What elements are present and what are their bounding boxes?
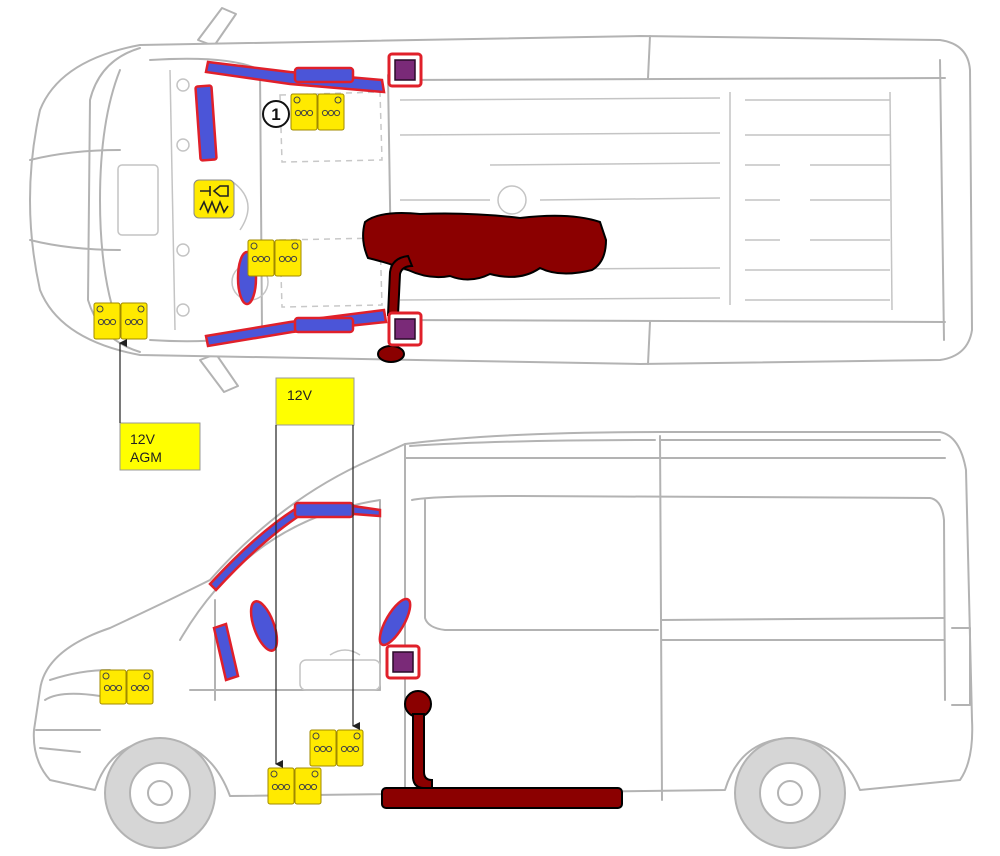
- label-12v-agm: 12V AGM: [119, 339, 201, 471]
- callout-marker-1-text: 1: [271, 105, 280, 124]
- airbag-inflator-top-right: [293, 316, 355, 334]
- seat-airbag-side: [378, 597, 412, 647]
- battery-side-engine-bay: [99, 669, 154, 705]
- seatbelt-pretensioner-icon: [193, 179, 235, 219]
- front-wheel: [104, 737, 216, 849]
- battery-top-under-seat: [290, 93, 345, 131]
- label-12v-agm-line2: AGM: [130, 449, 162, 465]
- driver-airbag-side: [249, 600, 279, 652]
- callout-marker-1: 1: [262, 100, 290, 128]
- airbags-top-view: [194, 60, 388, 348]
- crash-sensor-top-right: [387, 311, 423, 347]
- crash-sensor-side: [385, 644, 421, 680]
- fuel-tank-side-view: [381, 690, 623, 809]
- fuel-tank-top-view: [362, 212, 608, 363]
- battery-top-passenger-seat: [247, 239, 302, 277]
- crash-sensor-top-left: [387, 52, 423, 88]
- van-side-view: [32, 431, 974, 849]
- battery-side-lower: [267, 767, 322, 805]
- battery-side-upper: [309, 729, 364, 767]
- airbags-side-view: [208, 501, 412, 682]
- label-12v-agm-line1: 12V: [130, 431, 156, 447]
- rear-wheel: [734, 737, 846, 849]
- airbag-inflator-side: [293, 501, 355, 519]
- knee-airbag-side: [212, 622, 240, 682]
- fuel-filler-top: [377, 345, 405, 363]
- label-12v-text: 12V: [287, 387, 313, 403]
- van-top-view: 1: [29, 7, 973, 393]
- battery-top-engine-bay: [93, 302, 148, 340]
- label-12v: 12V: [275, 377, 360, 768]
- driver-knee-airbag-top: [194, 84, 218, 162]
- airbag-inflator-top-left: [293, 66, 355, 84]
